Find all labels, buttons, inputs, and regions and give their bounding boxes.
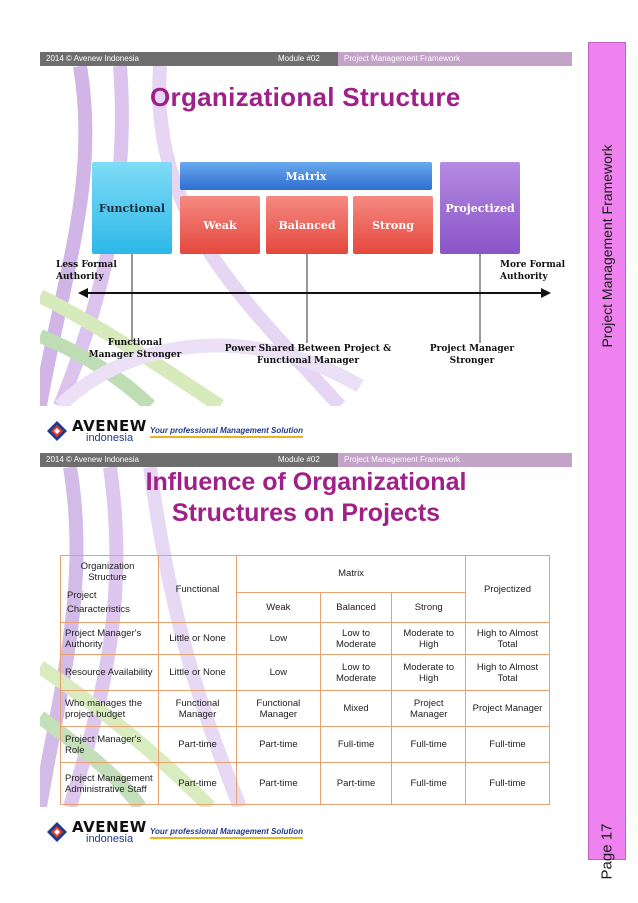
table-cell: Full-time — [319, 726, 393, 763]
brand-subtitle: indonesia — [86, 432, 134, 444]
slide-title: Influence of Organizational Structures o… — [145, 468, 467, 527]
table-cell: Moderate to High — [391, 654, 466, 691]
col-header-functional: Functional — [158, 555, 237, 623]
project-manager-stronger-label: Project Manager Stronger — [429, 344, 515, 366]
brand-tagline: Your professional Management Solution — [150, 827, 304, 839]
table-cell: Functional Manager — [236, 690, 321, 727]
brand-tagline: Your professional Management Solution — [150, 426, 304, 438]
table-cell: Low to Moderate — [319, 654, 393, 691]
matrix-box: Matrix — [180, 162, 432, 190]
more-formal-authority-label: More Formal Authority — [500, 260, 565, 282]
table-cell: Functional Manager — [158, 690, 237, 727]
brand-subtitle: indonesia — [86, 833, 134, 845]
brand-name: AVENEW — [72, 818, 147, 836]
module-label: Module #02 — [278, 54, 320, 63]
table-cell: Full-time — [465, 762, 550, 805]
slide-title: Organizational Structure — [150, 82, 461, 112]
table-cell: Project Manager — [465, 690, 550, 727]
copyright-text: 2014 © Avenew Indonesia — [46, 455, 139, 464]
table-cell: Full-time — [391, 762, 466, 805]
module-label: Module #02 — [278, 455, 320, 464]
col-header-matrix: Matrix — [236, 555, 466, 593]
table-subheader-row: Weak Balanced Strong — [61, 591, 550, 624]
slide-organizational-structure: 2014 © Avenew Indonesia Module #02 Proje… — [40, 52, 572, 448]
row-label: Project Manager's Authority — [60, 622, 159, 655]
weak-matrix-box: Weak — [180, 196, 260, 254]
table-cell: Little or None — [158, 654, 237, 691]
table-cell: Part-time — [236, 726, 321, 763]
table-cell: Low to Moderate — [319, 622, 393, 655]
slide-header: 2014 © Avenew Indonesia Module #02 Proje… — [40, 453, 572, 467]
row-label: Project Manager's Role — [60, 726, 159, 763]
brand-name: AVENEW — [72, 417, 147, 435]
col-header-strong: Strong — [391, 591, 466, 624]
table-cell: Part-time — [319, 762, 393, 805]
table-cell: Full-time — [391, 726, 466, 763]
row-label: Who manages the project budget — [60, 690, 159, 727]
header-section-title: Project Management Framework — [338, 453, 572, 467]
balanced-matrix-box: Balanced — [266, 196, 348, 254]
slide-influence-table: 2014 © Avenew Indonesia Module #02 Proje… — [40, 453, 572, 849]
row-label: Resource Availability — [60, 654, 159, 691]
strong-matrix-box: Strong — [353, 196, 433, 254]
sidebar-title: Project Management Framework — [599, 144, 615, 348]
table-cell: Full-time — [465, 726, 550, 763]
table-cell: Part-time — [236, 762, 321, 805]
table-cell: High to Almost Total — [465, 622, 550, 655]
copyright-text: 2014 © Avenew Indonesia — [46, 54, 139, 63]
table-header-row: Organization Structure Project Character… — [60, 555, 550, 623]
slide-header: 2014 © Avenew Indonesia Module #02 Proje… — [40, 52, 572, 66]
table-cell: Moderate to High — [391, 622, 466, 655]
table-row: Who manages the project budget Functiona… — [60, 690, 550, 727]
page-sidebar: Project Management Framework Page 17 — [588, 42, 626, 879]
table-row: Project Manager's Role Part-time Part-ti… — [60, 726, 550, 763]
corner-header-cell: Organization Structure Project Character… — [60, 555, 159, 623]
slide-footer-logo: AVENEW indonesia Your professional Manag… — [40, 414, 572, 448]
header-section-title: Project Management Framework — [338, 52, 572, 66]
page-number: Page 17 — [598, 823, 616, 880]
avenew-logo-icon — [47, 822, 67, 842]
projectized-box: Projectized — [440, 162, 520, 254]
col-header-projectized: Projectized — [465, 555, 550, 623]
col-header-balanced: Balanced — [319, 591, 393, 624]
authority-arrow — [78, 254, 551, 343]
table-row: Project Management Administrative Staff … — [60, 762, 550, 805]
power-shared-label: Power Shared Between Project & Functiona… — [224, 344, 392, 366]
table-cell: Part-time — [158, 726, 237, 763]
functional-box: Functional — [92, 162, 172, 254]
less-formal-authority-label: Less Formal Authority — [56, 260, 117, 282]
table-cell: Project Manager — [391, 690, 466, 727]
table-cell: Mixed — [319, 690, 393, 727]
col-header-weak: Weak — [236, 591, 321, 624]
row-label: Project Management Administrative Staff — [60, 762, 159, 805]
table-cell: Low — [236, 622, 321, 655]
organizational-influence-table: Organization Structure Project Character… — [60, 555, 550, 805]
table-row: Resource Availability Little or None Low… — [60, 654, 550, 691]
table-cell: Low — [236, 654, 321, 691]
slide-footer-logo: AVENEW indonesia Your professional Manag… — [40, 815, 572, 849]
table-cell: Little or None — [158, 622, 237, 655]
table-cell: High to Almost Total — [465, 654, 550, 691]
table-cell: Part-time — [158, 762, 237, 805]
avenew-logo-icon — [47, 421, 67, 441]
functional-manager-stronger-label: Functional Manager Stronger — [88, 338, 182, 360]
table-row: Project Manager's Authority Little or No… — [60, 622, 550, 655]
